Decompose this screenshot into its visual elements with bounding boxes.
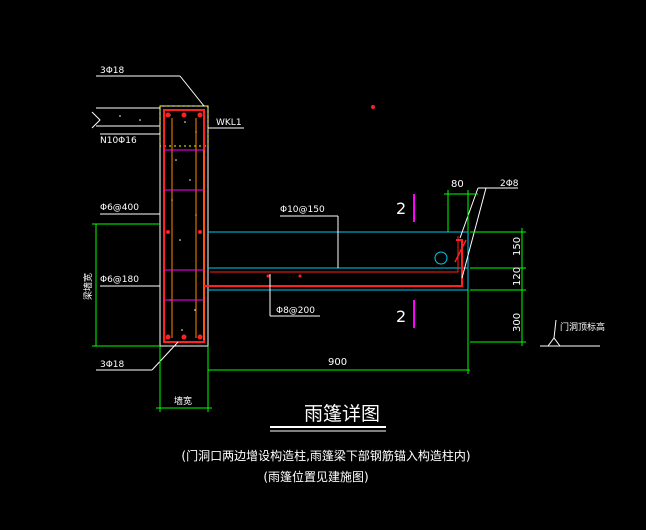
canopy-top-rebar	[210, 236, 459, 273]
section-mark-upper: 2	[396, 199, 406, 218]
beam-hatch-top	[159, 105, 209, 147]
dim-900: 900	[328, 357, 347, 368]
section-mark-lower: 2	[396, 307, 406, 326]
canopy-section	[204, 231, 469, 291]
stray-point-marker	[371, 105, 375, 109]
drip-groove	[434, 251, 448, 265]
canopy-bottom-rebar	[204, 239, 463, 287]
concrete-hatch	[119, 114, 197, 331]
label-top-rebar: 3Φ18	[100, 66, 125, 76]
wall-rebar-cage	[163, 109, 205, 343]
dimension-lines	[92, 190, 600, 412]
note-line-2: (雨篷位置见建施图)	[263, 469, 368, 484]
dim-150: 150	[512, 237, 523, 256]
distribution-dots	[266, 274, 302, 278]
wall-outline	[159, 105, 209, 347]
label-stirrup-180: Φ6@180	[100, 275, 139, 285]
wall-section	[91, 105, 209, 347]
rebar-dots	[165, 112, 203, 340]
label-wall-width-vertical: 梁墙宽	[82, 273, 94, 300]
dim-120: 120	[512, 267, 523, 286]
label-beam-name: WKL1	[216, 118, 242, 128]
label-edge-rebar: 2Φ8	[500, 179, 519, 189]
drawing-title: 雨篷详图	[304, 403, 380, 425]
label-wall-width-horizontal: 墙宽	[174, 395, 192, 407]
leaders	[96, 75, 518, 371]
stirrups	[164, 149, 204, 301]
edge-rebar-bend	[454, 239, 467, 263]
label-canopy-rebar: Φ10@150	[280, 205, 325, 215]
label-stirrup-400: Φ6@400	[100, 203, 139, 213]
label-door-top: 门洞顶标高	[560, 321, 605, 333]
label-distribution-rebar: Φ8@200	[276, 306, 315, 316]
slab-break-line	[91, 107, 160, 129]
note-line-1: (门洞口两边增设构造柱,雨篷梁下部钢筋锚入构造柱内)	[181, 448, 470, 463]
dim-300: 300	[512, 313, 523, 332]
label-stirrup-top: N10Φ16	[100, 136, 137, 146]
dim-80: 80	[451, 179, 464, 190]
label-bottom-rebar: 3Φ18	[100, 360, 125, 370]
